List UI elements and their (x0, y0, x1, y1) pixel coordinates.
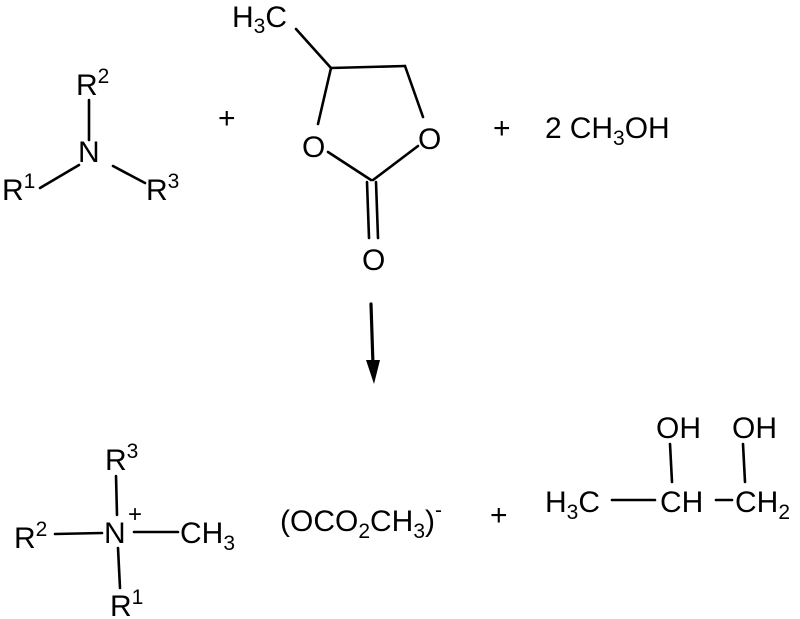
plus-sign-2: + (493, 112, 511, 145)
glycol-oh-1: OH (656, 412, 701, 445)
bond-o-left-carbonyl (326, 150, 373, 182)
bond-oh1-ch (668, 442, 674, 484)
bond-oh2-ch2 (741, 442, 747, 484)
quaternary-ammonium: R3 R2 N + CH3 R1 (14, 440, 235, 619)
quat-nitrogen: N (104, 517, 126, 550)
ring-oxygen-right: O (418, 123, 441, 156)
plus-sign-3: + (490, 499, 508, 532)
carbonyl-double-bond-b (374, 180, 380, 240)
bond-o-right-carbonyl (371, 144, 420, 182)
glycol-oh-2: OH (732, 412, 777, 445)
quat-positive-charge: + (128, 501, 142, 528)
carbonyl-oxygen: O (362, 244, 385, 277)
bond-n-r3 (111, 164, 147, 185)
tertiary-amine: R2 N R1 R3 (2, 65, 179, 207)
propylene-glycol: OH OH H3C CH CH2 (545, 412, 790, 524)
amine-r3: R3 (146, 170, 179, 207)
glycol-methyl: H3C (545, 486, 600, 524)
glycol-ch2: CH2 (735, 486, 790, 524)
bond-ring-cc (329, 64, 407, 70)
bond-ring-c-o-left (316, 66, 333, 126)
bond-methyl-ring (294, 27, 333, 70)
propylene-carbonate: H3C O O O (232, 1, 441, 277)
bond-n-r2 (53, 531, 104, 536)
ring-oxygen-left: O (302, 131, 325, 164)
bond-n-r1 (116, 546, 122, 590)
quat-r3: R3 (105, 440, 138, 477)
reaction-arrow-icon (366, 302, 380, 384)
amine-r1: R1 (2, 170, 35, 207)
carbonate-methyl: H3C (232, 1, 287, 38)
carbonyl-double-bond-a (365, 180, 371, 240)
methyl-carbonate-anion: (OCO2CH3)- (280, 499, 442, 543)
amine-nitrogen: N (78, 136, 100, 169)
bond-n-r3 (114, 474, 119, 517)
bond-n-r1 (38, 163, 81, 190)
glycol-ch: CH (660, 486, 703, 519)
quat-methyl: CH3 (180, 517, 235, 555)
quat-r1: R1 (110, 586, 143, 619)
amine-r2: R2 (76, 65, 109, 102)
quat-r2: R2 (14, 518, 47, 555)
bond-ring-c-o-right (403, 64, 425, 119)
plus-sign-1: + (218, 102, 236, 135)
